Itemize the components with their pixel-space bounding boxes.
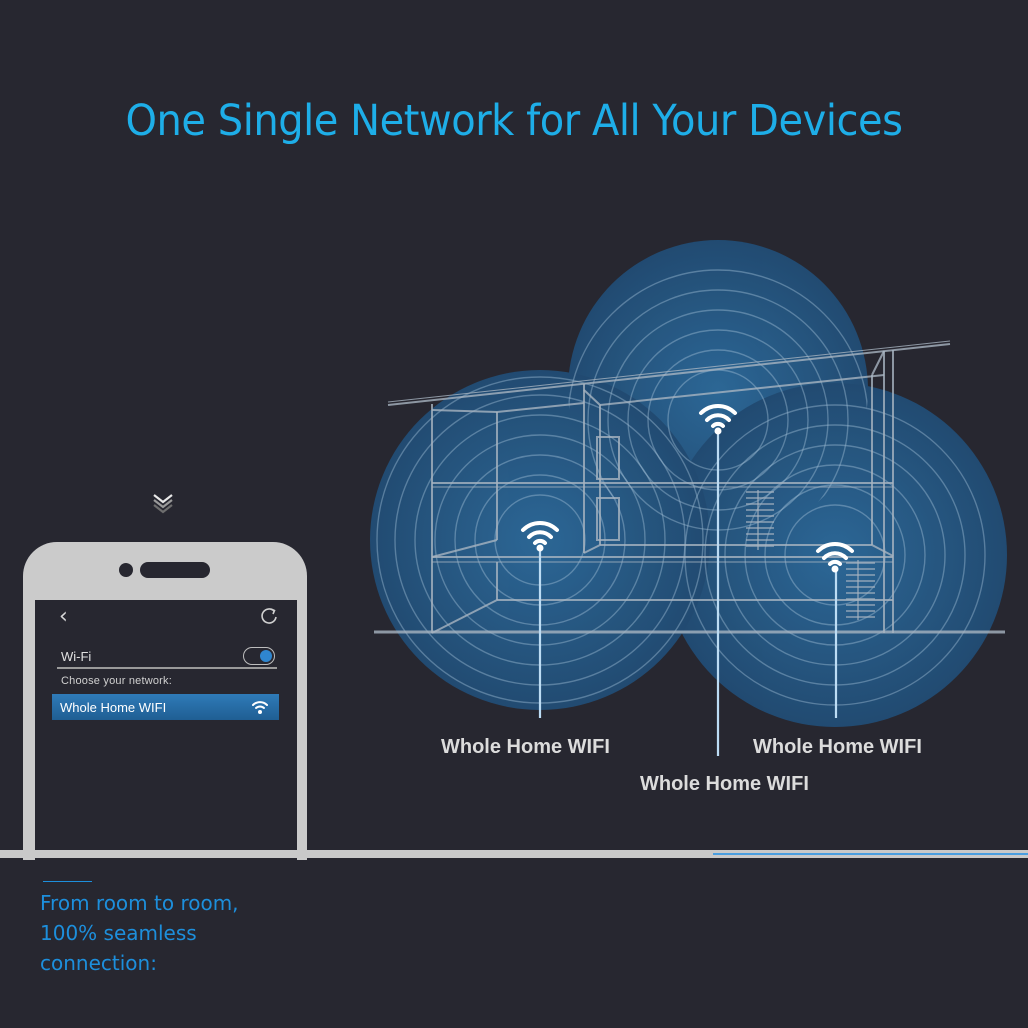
wifi-icon xyxy=(252,701,268,714)
caption-text: From room to room, 100% seamless connect… xyxy=(40,888,340,978)
network-name: Whole Home WIFI xyxy=(60,700,167,715)
node-label-center: Whole Home WIFI xyxy=(640,773,809,795)
node-label-left: Whole Home WIFI xyxy=(441,736,610,758)
network-list-item[interactable]: Whole Home WIFI xyxy=(52,694,279,720)
caption-line-2: 100% seamless xyxy=(40,921,197,945)
phone-speaker xyxy=(140,562,210,578)
phone-screen: ‹ Wi-Fi Choose your network: Whole Home … xyxy=(35,600,297,862)
node-label-right: Whole Home WIFI xyxy=(753,736,922,758)
wifi-icon xyxy=(521,403,854,573)
toggle-knob xyxy=(260,650,272,662)
choose-network-label: Choose your network: xyxy=(61,675,172,687)
caption-line-1: From room to room, xyxy=(40,891,239,915)
smartphone-illustration: ‹ Wi-Fi Choose your network: Whole Home … xyxy=(23,542,307,862)
floor-accent-line xyxy=(713,853,1028,855)
page-title: One Single Network for All Your Devices xyxy=(125,96,903,146)
wifi-setting-label: Wi-Fi xyxy=(61,649,92,664)
refresh-icon[interactable] xyxy=(259,606,279,626)
divider xyxy=(57,667,277,669)
house-outline xyxy=(374,340,1005,634)
wifi-toggle[interactable] xyxy=(243,647,275,665)
floor-line xyxy=(0,850,1028,858)
double-chevron-down-icon xyxy=(153,494,173,514)
caption-accent-line xyxy=(43,881,92,882)
phone-camera xyxy=(119,563,133,577)
chevron-left-icon[interactable]: ‹ xyxy=(59,604,68,629)
caption-line-3: connection: xyxy=(40,951,157,975)
